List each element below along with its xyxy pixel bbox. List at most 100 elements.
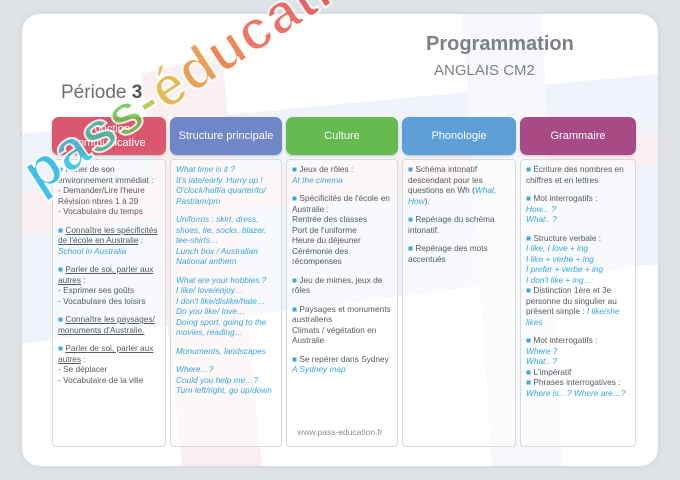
column-header: Fonction communicative (52, 117, 166, 155)
cell-text: Structure verbale : (533, 232, 602, 243)
cell-text: Parler de son environnement immédiat : (58, 164, 154, 185)
cell-text: I like/she likes (526, 306, 620, 327)
column-structure-principale: Structure principale What time is it ?It… (170, 117, 282, 447)
list-item: ■ Connaître les spécificités de l'école … (58, 225, 160, 257)
column-header: Structure principale (170, 117, 282, 155)
bullet-icon: ■ (292, 193, 300, 203)
cell-text: I like + verbe + ing (526, 253, 594, 264)
list-item: ■ Mot interrogatifs :Where ?What.. ?■ L'… (526, 335, 630, 398)
cell-text: Connaître les spécificités de l'école en… (58, 224, 158, 246)
list-item: Where…?Could you help me…?Turn left/righ… (176, 364, 276, 396)
cell-text: ). (424, 195, 430, 206)
cell-text: Monuments, landscapes (176, 345, 266, 356)
cell-text: Rentrée des classes (292, 214, 368, 224)
bullet-icon: ■ (58, 224, 66, 235)
cell-text: Could you help me…? (176, 374, 259, 385)
bullet-icon: ■ (526, 193, 534, 203)
bullet-icon: ■ (408, 243, 416, 253)
bullet-icon: ■ (526, 366, 534, 377)
cell-text: It's late/early. Hurry up ! (176, 174, 263, 185)
cell-text: Parler de soi, parler aux autres (58, 264, 154, 285)
cell-text: - Vocabulaire du temps (58, 206, 143, 216)
cell-text: Phrases interrogatives : (533, 377, 621, 387)
bullet-icon: ■ (408, 214, 416, 224)
list-item: What are your hobbies ?I like/ love/enjo… (176, 275, 276, 338)
list-item: Uniforms : skirt, dress, shoes, tie, soc… (176, 214, 276, 267)
cell-text: A Sydney map (292, 364, 346, 374)
column-header: Culture (286, 117, 398, 155)
list-item: ■ Parler de soi, parler aux autres :- Ex… (58, 264, 160, 306)
page-title: Programmation (426, 33, 574, 55)
cell-text: I like, I love + ing (526, 243, 589, 253)
list-item: ■ Structure verbale :I like, I love + in… (526, 233, 630, 328)
cell-text: Mot interrogatifs : (533, 335, 598, 345)
list-item: What time is it ?It's late/early. Hurry … (176, 164, 276, 206)
list-item: ■ Jeu de mimes, jeux de rôles (292, 275, 392, 296)
column-header: Phonologie (402, 117, 516, 155)
bullet-icon: ■ (58, 343, 66, 353)
cell-text: Jeu de mimes, jeux de rôles (292, 274, 383, 296)
cell-text: Spécificités de l'école en Australie : (292, 193, 390, 214)
cell-text: Do you like/ love… (176, 306, 246, 316)
bullet-icon: ■ (408, 164, 416, 174)
list-item: ■ Écriture des nombres en chiffres et en… (526, 164, 630, 185)
period-number: 3 (131, 82, 143, 103)
cell-text: Heure du déjeuner (292, 235, 361, 245)
cell-text: - Se déplacer (58, 364, 108, 374)
column-fonction-communicative: Fonction communicative ■ Parler de son e… (52, 117, 166, 447)
footer-url: www.pass-education.fr (297, 427, 383, 437)
cell-text: I don't like/dislike/hate… (176, 295, 266, 306)
list-item: ■ Repérage des mots accentués (408, 243, 510, 264)
column-body: ■ Parler de son environnement immédiat :… (52, 159, 166, 447)
list-item: ■ Spécificités de l'école en Australie :… (292, 193, 392, 267)
cell-text: O'clock/half/a quarter/to/ Past/am/pm (176, 185, 266, 206)
cell-text: L'impératif (533, 366, 572, 377)
cell-text: Mot interrogatifs : (533, 193, 598, 203)
cell-text: What are your hobbies ? (176, 274, 267, 285)
cell-text: Paysages et monuments australiens (292, 303, 391, 325)
cell-text: Repérage des mots accentués (408, 243, 488, 264)
column-grammaire: Grammaire ■ Écriture des nombres en chif… (520, 117, 636, 447)
cell-text: Parler de soi, parler aux autres (58, 343, 154, 364)
column-body: What time is it ?It's late/early. Hurry … (170, 159, 282, 447)
cell-text: - Vocabulaire de la ville (58, 374, 144, 385)
cell-text: Uniforms : skirt, dress, shoes, tie, soc… (176, 214, 267, 245)
bullet-icon: ■ (292, 274, 300, 285)
bullet-icon: ■ (526, 377, 534, 387)
cell-text: - Exprimer ses goûts (58, 285, 135, 295)
bullet-icon: ■ (526, 164, 534, 174)
list-item: ■ Parler de son environnement immédiat :… (58, 164, 160, 217)
cell-text: Connaître les paysages/ monuments d'Aust… (58, 314, 155, 335)
cell-text: Repérage du schéma intonatif. (408, 214, 495, 235)
list-item: Monuments, landscapes (176, 346, 276, 357)
bullet-icon: ■ (292, 353, 300, 364)
column-body: ■ Schéma intonatif descendant pour les q… (402, 159, 516, 447)
cell-text: At the cinema (292, 174, 343, 185)
period-text: Période (61, 82, 127, 103)
cell-text: Where is…? Where are…? (526, 387, 626, 398)
column-phonologie: Phonologie ■ Schéma intonatif descendant… (402, 117, 516, 447)
cell-text: What.. ? (526, 214, 557, 224)
bullet-icon: ■ (292, 303, 300, 314)
bullet-icon: ■ (58, 164, 66, 174)
cell-text: Port de l'uniforme (292, 224, 357, 235)
bullet-icon: ■ (526, 232, 534, 243)
cell-text: Écriture des nombres en chiffres et en l… (526, 164, 624, 185)
cell-text: Climats / végétation en Australie (292, 324, 377, 346)
cell-text: I don't like + ing… (526, 274, 592, 285)
list-item: ■ Parler de soi, parler aux autres :- Se… (58, 343, 160, 385)
cell-text: What time is it ? (176, 164, 236, 174)
list-item: ■ Jeux de rôles :At the cinema (292, 164, 392, 185)
cell-text: : (81, 353, 86, 364)
cell-text: Se repérer dans Sydney (299, 353, 389, 364)
cell-text: School in Australia (58, 245, 127, 256)
cell-text: Distinction 1ère et 3e personne du singu… (526, 285, 617, 316)
list-item: ■ Connaître les paysages/ monuments d'Au… (58, 314, 160, 335)
bullet-icon: ■ (526, 285, 534, 295)
document-sheet: Programmation ANGLAIS CM2 Période 3 Fonc… (22, 14, 658, 466)
cell-text: Turn left/right, go up/down (176, 385, 272, 395)
cell-text: I prefer + verbe + ing (526, 264, 604, 274)
column-body: ■ Écriture des nombres en chiffres et en… (520, 159, 636, 447)
